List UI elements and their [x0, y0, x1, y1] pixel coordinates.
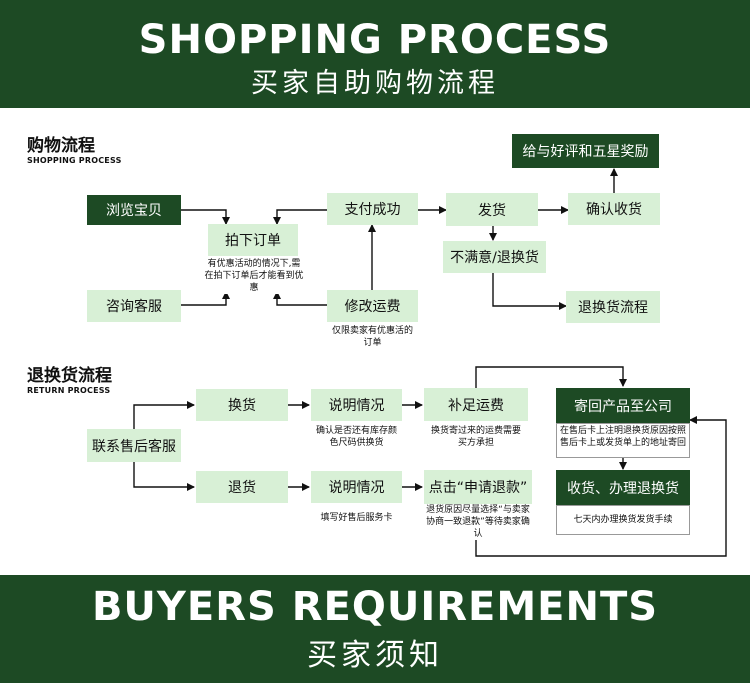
step-modify-freight: 修改运费	[327, 290, 418, 322]
step-place-order: 拍下订单	[208, 224, 298, 256]
arrow-apply-to-sendback	[475, 416, 727, 557]
header-title-en: SHOPPING PROCESS	[138, 17, 612, 63]
footer-title-cn: 买家须知	[307, 638, 443, 673]
send-back-note: 在售后卡上注明退换货原因按照售后卡上或发货单上的地址寄回	[556, 423, 690, 458]
shopping-title-cn: 购物流程	[27, 136, 95, 156]
shopping-title-en: SHOPPING PROCESS	[27, 156, 122, 165]
receive-note: 七天内办理换货发货手续	[556, 505, 690, 535]
step-explain-exchange: 说明情况	[311, 389, 402, 421]
header-title-cn: 买家自助购物流程	[251, 68, 499, 99]
explain-exchange-note: 确认是否还有库存颜色尺码供换货	[313, 425, 400, 449]
arrow-freight-to-sendback	[475, 366, 627, 388]
bottom-banner: BUYERS REQUIREMENTS 买家须知	[0, 575, 750, 683]
order-note: 有优惠活动的情况下,需在拍下订单后才能看到优惠	[204, 258, 304, 294]
return-title-en: RETURN PROCESS	[27, 386, 111, 395]
return-title-cn: 退换货流程	[27, 366, 112, 386]
arrow-modify-to-order	[273, 291, 327, 306]
step-unsatisfied: 不满意/退换货	[443, 241, 546, 273]
step-confirm-receipt: 确认收货	[568, 193, 660, 225]
top-banner: SHOPPING PROCESS 买家自助购物流程	[0, 0, 750, 108]
freight-note: 仅限卖家有优惠活的订单	[329, 325, 416, 349]
pay-freight-note: 换货寄过来的运费需要买方承担	[427, 425, 525, 449]
step-exchange: 换货	[196, 389, 288, 421]
step-return-flow: 退换货流程	[566, 291, 660, 323]
step-receive-process: 收货、办理退换货	[556, 470, 690, 505]
step-pay-success: 支付成功	[327, 193, 418, 225]
step-pay-freight: 补足运费	[424, 388, 528, 421]
step-ship: 发货	[446, 193, 538, 226]
step-review-reward: 给与好评和五星奖励	[512, 134, 659, 168]
arrow-contact-to-refund	[133, 462, 195, 491]
step-refund: 退货	[196, 471, 288, 503]
arrow-pay-to-order	[273, 209, 327, 225]
footer-title-en: BUYERS REQUIREMENTS	[91, 584, 659, 630]
arrow-browse-to-order	[181, 209, 230, 225]
apply-refund-note: 退货原因尽量选择“与卖家协商一致退款”等待卖家确认	[424, 504, 532, 540]
arrow-consult-to-order	[181, 291, 230, 306]
return-section-title: 退换货流程 RETURN PROCESS	[27, 368, 112, 395]
step-contact-service: 联系售后客服	[87, 429, 181, 462]
step-explain-refund: 说明情况	[311, 471, 402, 503]
step-apply-refund: 点击“申请退款”	[424, 470, 532, 504]
explain-refund-note: 填写好售后服务卡	[311, 512, 402, 524]
arrow-unsatisfied-to-return	[492, 273, 567, 310]
shopping-section-title: 购物流程 SHOPPING PROCESS	[27, 138, 122, 165]
step-browse: 浏览宝贝	[87, 195, 181, 225]
step-send-back: 寄回产品至公司	[556, 388, 690, 423]
step-consult: 咨询客服	[87, 290, 181, 322]
arrow-contact-to-exchange	[133, 401, 195, 429]
